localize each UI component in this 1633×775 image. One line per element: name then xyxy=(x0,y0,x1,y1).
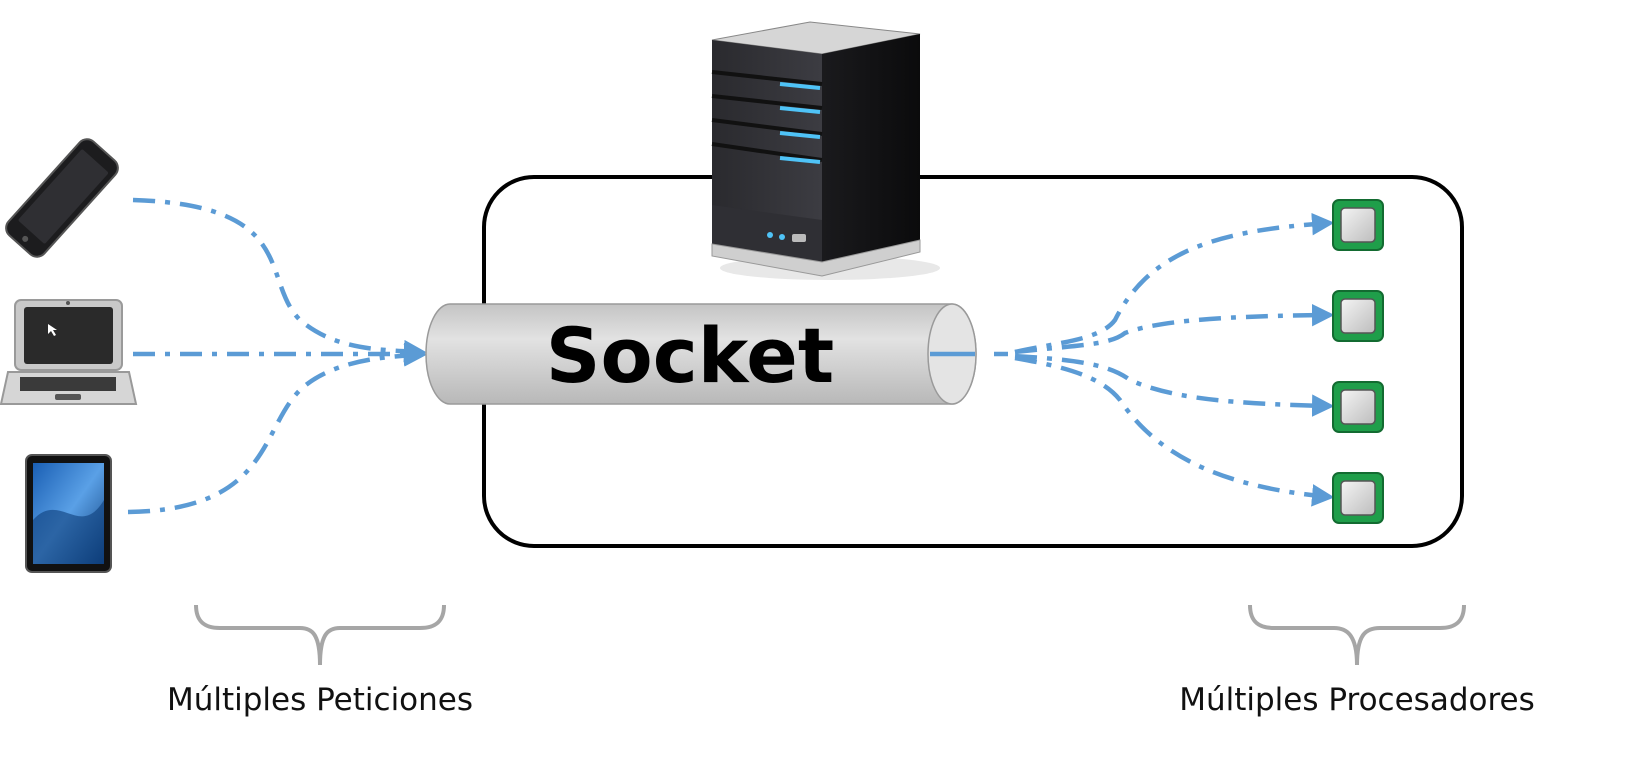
left-brace xyxy=(194,604,446,666)
incoming-requests xyxy=(127,197,427,515)
request-arrow-tablet xyxy=(127,344,427,515)
socket-label: Socket xyxy=(546,311,834,400)
cpu-chip-icon xyxy=(1332,472,1384,524)
right-caption: Múltiples Procesadores xyxy=(1179,682,1535,718)
laptop-icon xyxy=(0,299,138,405)
server-tower-icon xyxy=(711,21,940,280)
socket-pipe: Socket xyxy=(425,303,977,405)
processor-chips xyxy=(1332,199,1384,524)
request-arrow-phone xyxy=(132,197,427,363)
left-caption: Múltiples Peticiones xyxy=(167,682,473,718)
tablet-icon xyxy=(25,454,112,573)
smartphone-icon xyxy=(5,138,119,258)
outgoing-dispatch xyxy=(930,212,1335,507)
cpu-chip-icon xyxy=(1332,290,1384,342)
cpu-chip-icon xyxy=(1332,381,1384,433)
right-brace xyxy=(1248,604,1466,666)
cpu-chip-icon xyxy=(1332,199,1384,251)
